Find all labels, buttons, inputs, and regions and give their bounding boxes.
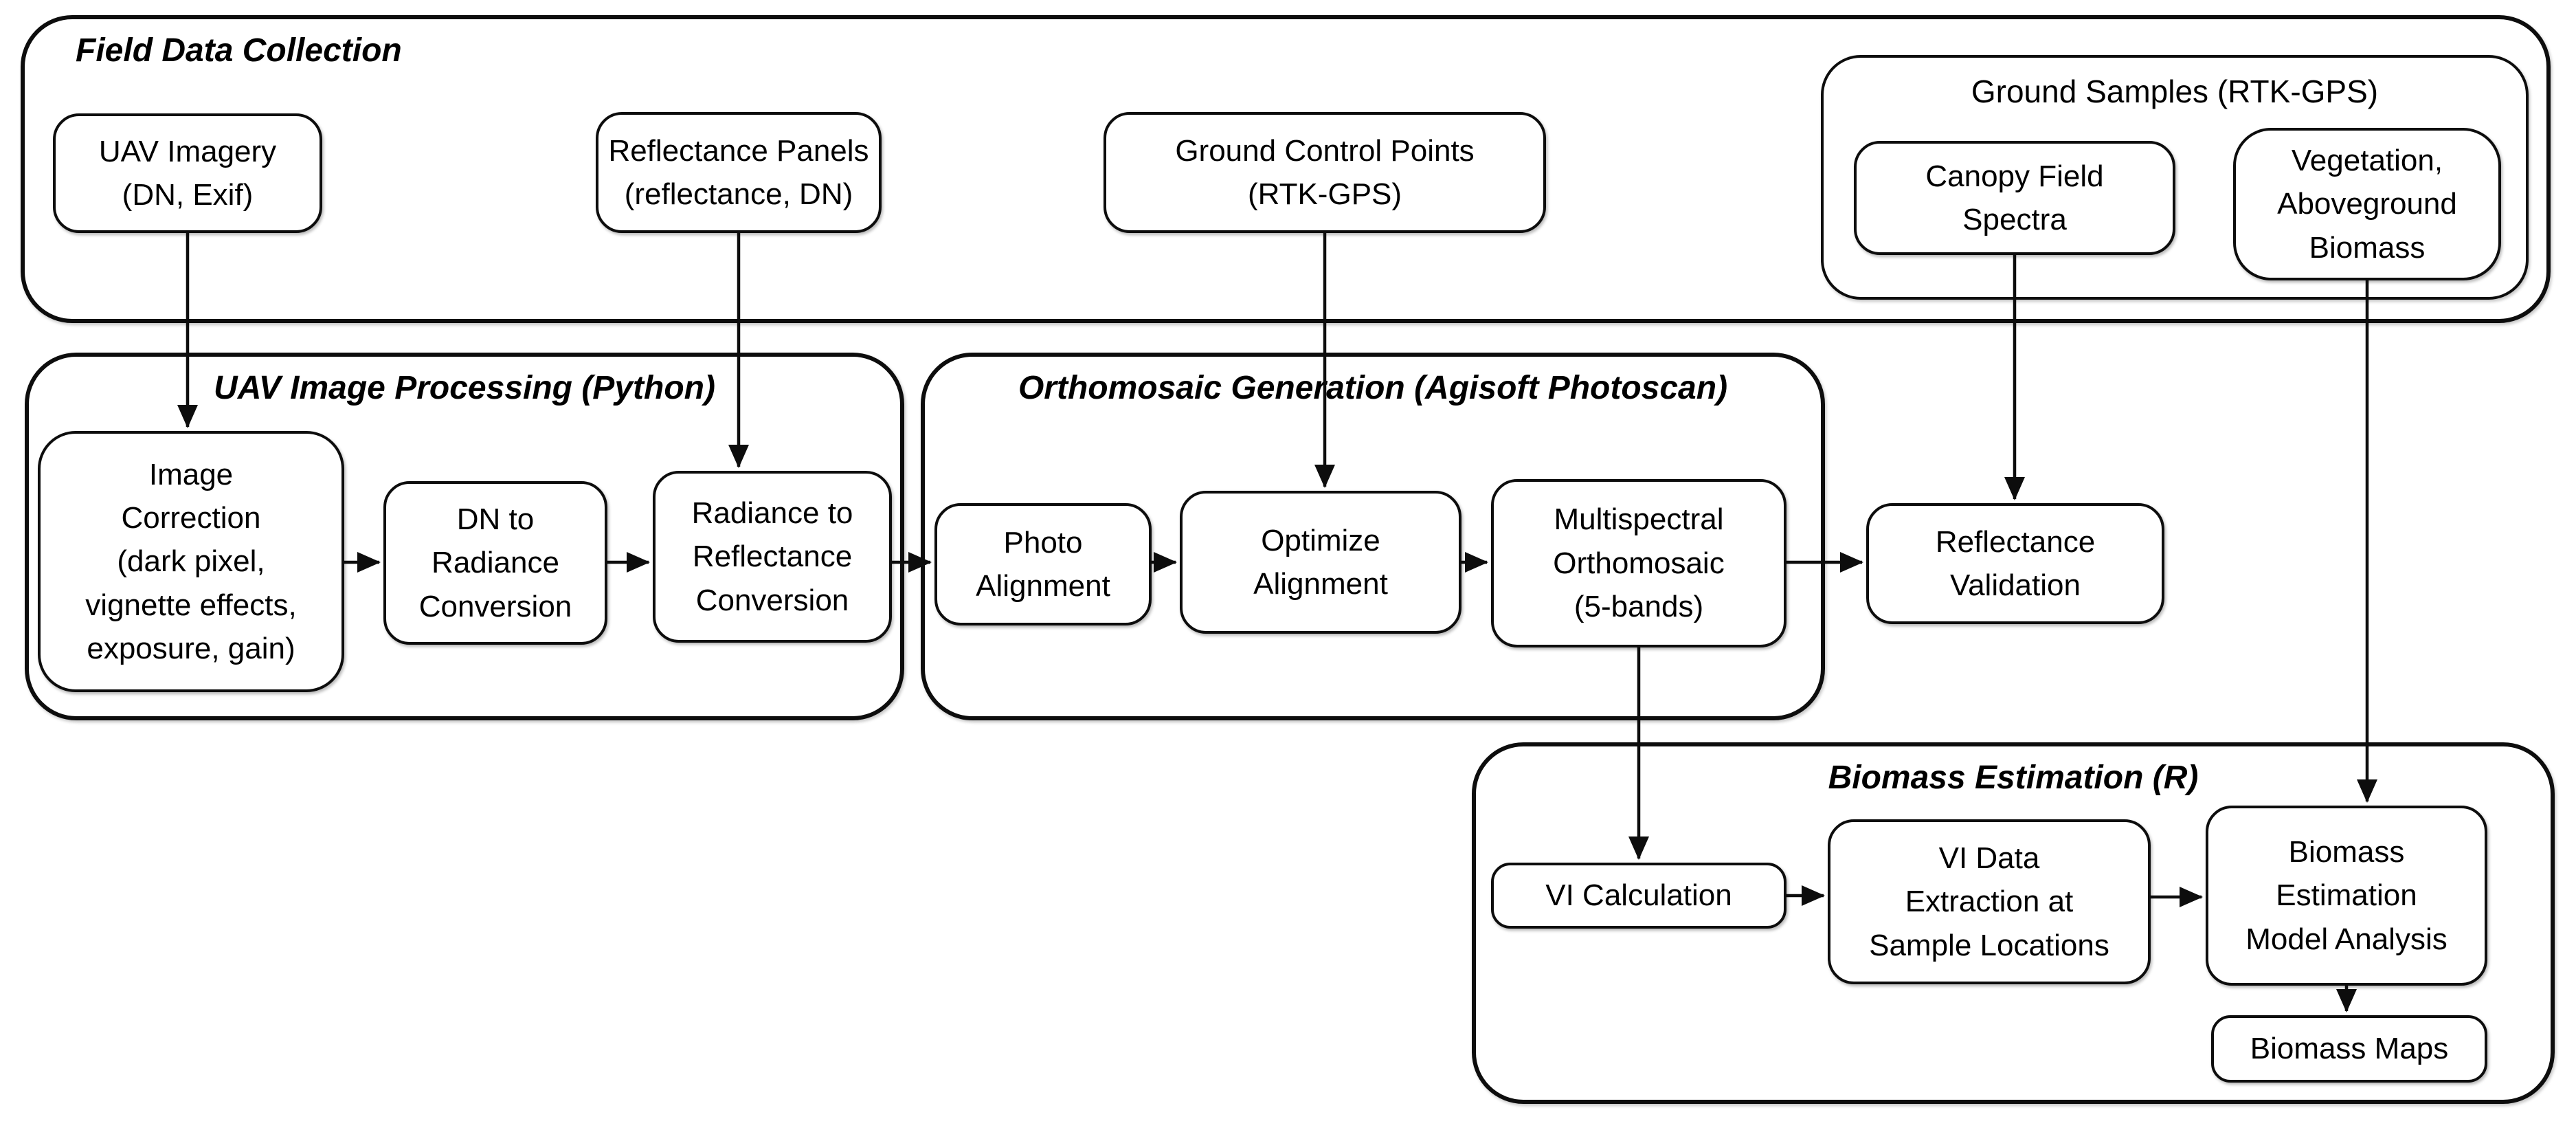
node-label: UAV Imagery (DN, Exif): [98, 134, 277, 212]
node-radiance-to-reflectance: Radiance to Reflectance Conversion: [653, 471, 892, 643]
node-biomass-maps: Biomass Maps: [2211, 1015, 2487, 1083]
node-label: VI Data Extraction at Sample Locations: [1869, 841, 2109, 962]
node-reflectance-panels: Reflectance Panels (reflectance, DN): [596, 112, 882, 233]
node-canopy-field-spectra: Canopy Field Spectra: [1854, 141, 2175, 255]
node-label: Photo Alignment: [976, 525, 1110, 603]
node-label: Biomass Maps: [2250, 1032, 2449, 1066]
node-optimize-alignment: Optimize Alignment: [1180, 491, 1461, 634]
node-label: Reflectance Panels (reflectance, DN): [608, 133, 869, 211]
node-label: Biomass Estimation Model Analysis: [2245, 834, 2448, 956]
node-label: Radiance to Reflectance Conversion: [691, 496, 853, 617]
node-image-correction: Image Correction (dark pixel, vignette e…: [38, 431, 344, 692]
node-label: Optimize Alignment: [1253, 523, 1388, 601]
group-uav-image-processing: UAV Image Processing (Python): [25, 353, 904, 720]
group-orthomosaic-generation: Orthomosaic Generation (Agisoft Photosca…: [921, 353, 1825, 720]
group-title-field-data-collection: Field Data Collection: [76, 32, 402, 69]
node-biomass-model-analysis: Biomass Estimation Model Analysis: [2206, 806, 2487, 986]
node-label: Image Correction (dark pixel, vignette e…: [85, 457, 297, 666]
node-uav-imagery: UAV Imagery (DN, Exif): [53, 113, 322, 233]
node-label: VI Calculation: [1545, 878, 1732, 913]
node-label: Canopy Field Spectra: [1925, 159, 2104, 236]
node-vegetation-aboveground-biomass: Vegetation, Aboveground Biomass: [2233, 128, 2501, 280]
node-vi-calculation: VI Calculation: [1491, 863, 1787, 929]
node-label: Multispectral Orthomosaic (5-bands): [1553, 502, 1725, 624]
node-vi-data-extraction: VI Data Extraction at Sample Locations: [1828, 819, 2151, 984]
group-title-orthomosaic-generation: Orthomosaic Generation (Agisoft Photosca…: [1018, 370, 1728, 406]
node-label: Reflectance Validation: [1935, 524, 2096, 602]
node-label: DN to Radiance Conversion: [418, 502, 572, 623]
group-title-uav-image-processing: UAV Image Processing (Python): [214, 370, 715, 406]
node-dn-to-radiance: DN to Radiance Conversion: [383, 481, 607, 645]
node-reflectance-validation: Reflectance Validation: [1866, 503, 2164, 624]
group-title-ground-samples: Ground Samples (RTK-GPS): [1971, 74, 2379, 109]
group-title-biomass-estimation: Biomass Estimation (R): [1828, 760, 2199, 796]
node-multispectral-orthomosaic: Multispectral Orthomosaic (5-bands): [1491, 479, 1787, 647]
group-ground-samples: Ground Samples (RTK-GPS): [1821, 55, 2529, 300]
group-field-data-collection: Field Data Collection: [21, 15, 2551, 323]
node-label: Ground Control Points (RTK-GPS): [1175, 133, 1475, 211]
node-ground-control-points: Ground Control Points (RTK-GPS): [1104, 112, 1546, 233]
node-label: Vegetation, Aboveground Biomass: [2277, 143, 2457, 265]
node-photo-alignment: Photo Alignment: [934, 503, 1152, 625]
group-biomass-estimation: Biomass Estimation (R): [1472, 742, 2555, 1104]
